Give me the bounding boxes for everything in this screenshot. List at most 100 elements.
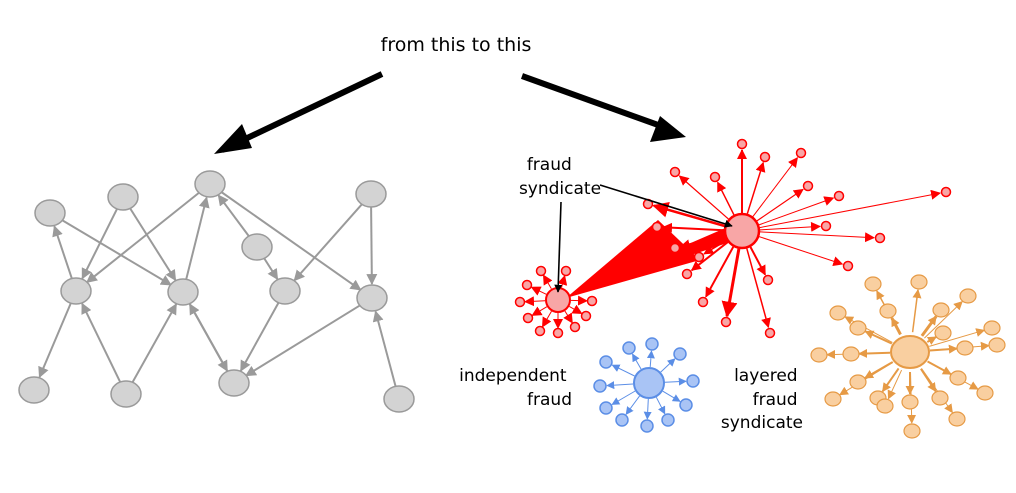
red-edge [759, 231, 875, 243]
red-edge [759, 221, 821, 232]
red-sub-edge [531, 306, 548, 316]
heading-text: from this to this [381, 34, 532, 56]
red-edge [717, 181, 735, 216]
red-sub-edge [541, 310, 552, 328]
blue-edge [646, 350, 655, 368]
orange-leaf-node [976, 385, 994, 401]
red-leaf-node [764, 327, 776, 339]
orange-leaf-node [849, 320, 867, 336]
red-edge [690, 241, 729, 272]
red-edge [758, 196, 835, 226]
blue-edge [606, 381, 634, 390]
red-sub-edge [524, 296, 546, 307]
right-pointer-arrow [520, 73, 674, 133]
blue-leaf-node [661, 413, 675, 427]
grey-edge [52, 225, 73, 280]
red-leaf-node [842, 260, 854, 272]
red-wedge-edge [566, 220, 700, 298]
orange-leaf-node [910, 274, 928, 290]
orange-leaf-node [983, 320, 1001, 336]
red-leaf-node [552, 327, 564, 339]
left-pointer-arrowhead [214, 124, 252, 154]
red-edge [662, 222, 725, 233]
layered-fraud-syndicate-label: layered fraud syndicate [721, 366, 803, 433]
red-edge [756, 188, 804, 222]
left-pointer-arrow [220, 71, 384, 153]
grey-node [218, 369, 250, 397]
red-edge [746, 161, 766, 215]
grey-edge [372, 310, 397, 387]
generic-graph [18, 170, 415, 413]
orange-leaf-node [903, 423, 921, 439]
grey-edge [81, 208, 119, 280]
red-leaf-node [521, 279, 533, 291]
grey-edge [244, 303, 362, 377]
red-edge [759, 189, 942, 229]
orange-edge [924, 300, 963, 339]
grey-edge [129, 207, 177, 282]
orange-edge [929, 328, 986, 347]
grey-node [355, 180, 387, 208]
orange-leaf-node [824, 391, 842, 407]
grey-edge [38, 302, 72, 379]
blue-leaf-node [640, 419, 654, 433]
layered-line-3: syndicate [721, 413, 803, 433]
grey-node [241, 233, 273, 261]
grey-node [34, 199, 66, 227]
red-leaf-node [535, 265, 547, 277]
red-edge [746, 248, 771, 329]
orange-leaf-node [849, 374, 867, 390]
red-sub-edge [569, 304, 583, 314]
orange-leaf-node [956, 340, 974, 356]
grey-node [60, 277, 92, 305]
orange-leaf-node [842, 346, 860, 362]
red-leaf-node [560, 265, 572, 277]
orange-edge [887, 369, 903, 400]
layered-fraud-syndicate-graph [810, 274, 1006, 439]
red-edge [678, 175, 729, 220]
red-edge [752, 157, 799, 217]
grey-edge [263, 257, 279, 281]
red-leaf-node [651, 221, 663, 233]
blue-hub-node [633, 367, 665, 399]
grey-edge [185, 196, 210, 280]
independent-fraud-label: independent fraud [459, 366, 572, 410]
orange-leaf-node [931, 390, 949, 406]
red-edge [721, 248, 741, 318]
red-leaf-node [681, 268, 693, 280]
red-edge [652, 201, 726, 228]
grey-edge [217, 194, 251, 238]
grey-node [107, 183, 139, 211]
red-leaf-node [762, 274, 774, 286]
blue-edge [611, 390, 636, 405]
red-leaf-node [940, 186, 952, 198]
blue-edge [643, 398, 652, 420]
grey-edge [220, 190, 362, 291]
red-leaf-node [669, 166, 681, 178]
independent-fraud-line-2: fraud [527, 390, 572, 410]
orange-edge [890, 317, 902, 336]
grey-edge [239, 301, 280, 372]
grey-node [18, 376, 50, 404]
orange-leaf-node [879, 303, 897, 319]
blue-edge [625, 395, 641, 415]
fraud-syndicate-label: fraud syndicate [519, 155, 601, 199]
orange-edge [864, 330, 893, 345]
orange-edge [920, 368, 937, 393]
fraud-syndicate-pointer-1 [599, 184, 733, 228]
red-leaf-node [759, 151, 771, 163]
orange-edge [920, 315, 938, 337]
fraud-syndicate-line-1: fraud [527, 155, 572, 175]
grey-node [383, 385, 415, 413]
blue-leaf-node [593, 379, 607, 393]
red-leaf-node [514, 296, 526, 308]
red-leaf-node [586, 295, 598, 307]
grey-edge [81, 302, 122, 383]
red-sub-edge [570, 295, 588, 306]
blue-leaf-node [673, 347, 687, 361]
fraud-syndicate-line-2: syndicate [519, 179, 601, 199]
blue-leaf-node [622, 341, 636, 355]
orange-leaf-node [864, 276, 882, 292]
red-leaf-node [697, 296, 709, 308]
red-sub-edge [563, 310, 573, 324]
